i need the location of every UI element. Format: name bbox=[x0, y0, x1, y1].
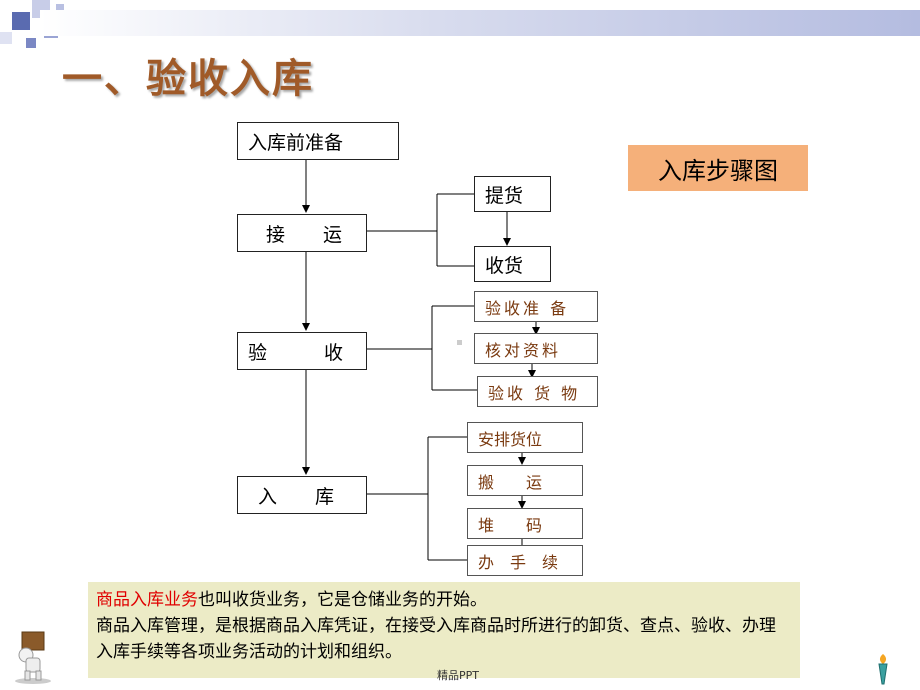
flow-box-inspect: 验 收 bbox=[237, 332, 367, 370]
sub-box-label: 办 手 续 bbox=[478, 552, 559, 572]
stray-dot bbox=[457, 340, 462, 345]
note-line1: 也叫收货业务，它是仓储业务的开始。 bbox=[198, 590, 487, 610]
flow-box-storage: 入 库 bbox=[237, 476, 367, 514]
diagram-tag: 入库步骤图 bbox=[628, 145, 808, 191]
sub-box-arrange-location: 安排货位 bbox=[467, 422, 583, 453]
flow-box-prep: 入库前准备 bbox=[237, 122, 399, 160]
sub-box-label: 搬 运 bbox=[478, 472, 543, 492]
sub-box-label: 核对资料 bbox=[485, 340, 562, 360]
sub-box-label: 安排货位 bbox=[478, 429, 543, 449]
sub-box-receive: 收货 bbox=[474, 246, 551, 282]
sub-box-label: 提货 bbox=[485, 184, 524, 207]
sub-box-check-docs: 核对资料 bbox=[474, 333, 598, 364]
sub-box-pickup: 提货 bbox=[474, 176, 551, 212]
flow-box-label: 入库前准备 bbox=[248, 131, 344, 154]
sub-box-inspect-prep: 验收准 备 bbox=[474, 291, 598, 322]
sub-box-label: 验收 货 物 bbox=[488, 383, 581, 403]
torch-icon bbox=[878, 654, 888, 685]
flow-box-label: 入 库 bbox=[258, 485, 335, 508]
sub-box-label: 验收准 备 bbox=[485, 298, 570, 318]
sub-box-carry: 搬 运 bbox=[467, 465, 583, 496]
slide-title: 一、验收入库 bbox=[62, 55, 314, 102]
sub-box-label: 堆 码 bbox=[478, 515, 543, 535]
flow-box-label: 验 收 bbox=[248, 341, 344, 364]
person-carrying-box-icon bbox=[15, 631, 51, 684]
flow-box-transport: 接 运 bbox=[237, 214, 367, 252]
sub-box-stack: 堆 码 bbox=[467, 508, 583, 539]
header-band bbox=[40, 10, 920, 36]
sub-box-procedures: 办 手 续 bbox=[467, 545, 583, 576]
sub-box-label: 收货 bbox=[485, 254, 524, 277]
note-highlight: 商品入库业务 bbox=[96, 590, 198, 610]
note-line2: 商品入库管理，是根据商品入库凭证，在接受入库商品时所进行的卸货、查点、验收、办理… bbox=[96, 616, 776, 662]
sub-box-inspect-goods: 验收 货 物 bbox=[477, 376, 598, 407]
footer-label: 精品PPT bbox=[437, 669, 479, 682]
definition-note: 商品入库业务也叫收货业务，它是仓储业务的开始。 商品入库管理，是根据商品入库凭证… bbox=[88, 582, 800, 678]
flow-box-label: 接 运 bbox=[266, 223, 343, 246]
